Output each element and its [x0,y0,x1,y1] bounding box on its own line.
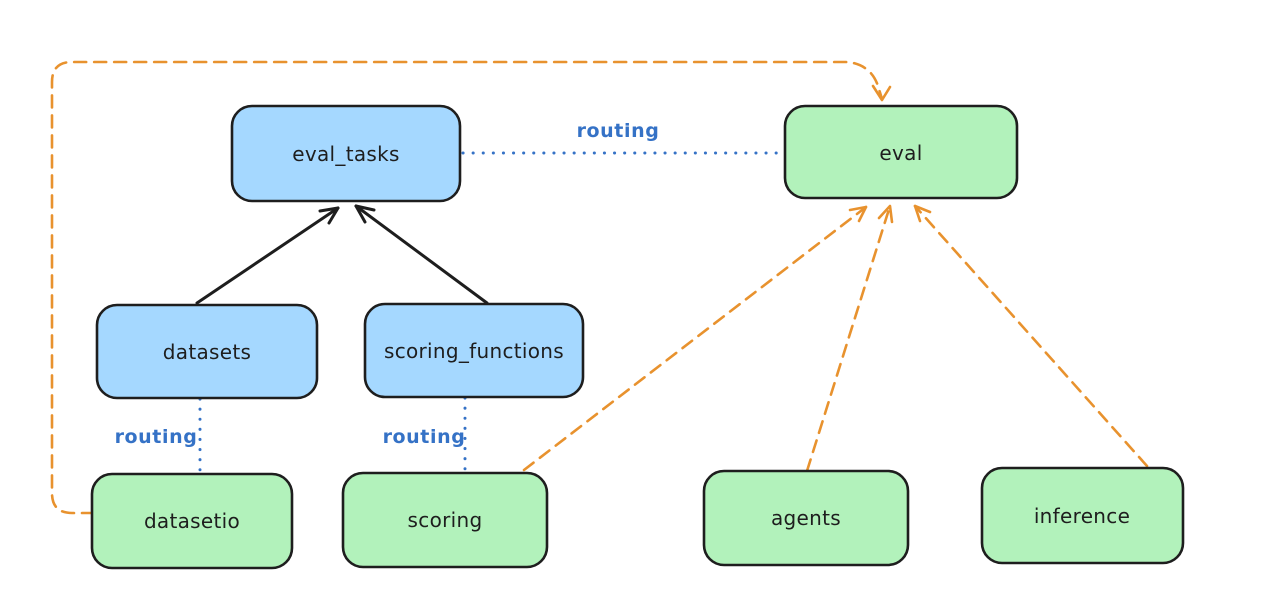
node-scoring-box [341,471,549,569]
node-datasets-box [95,303,319,400]
node-scoring: scoring [341,471,549,569]
routing-label-eval-tasks-eval: routing [577,120,660,142]
edge-labels-layer: routing routing routing [115,120,660,448]
edge-datasets-to-eval-tasks [195,206,340,305]
nodes-layer: eval_tasks eval datasets scoring_functio… [90,104,1185,570]
arrowhead-datasets-to-eval-tasks-icon [318,206,340,225]
node-agents-box [702,469,910,567]
node-eval-tasks: eval_tasks [230,104,462,203]
arrowhead-inference-to-eval-icon [913,204,932,223]
node-datasetio-label: datasetio [144,509,240,533]
node-agents: agents [702,469,910,567]
node-eval-tasks-label: eval_tasks [292,142,399,166]
node-agents-label: agents [771,506,841,530]
edges-layer [50,60,1149,515]
node-eval-tasks-box [230,104,462,203]
node-eval-label: eval [879,141,922,165]
node-inference: inference [980,466,1185,565]
arrowhead-agents-to-eval-icon [877,204,894,224]
node-eval: eval [783,104,1019,200]
arrowhead-datasetio-to-eval-icon [871,84,892,102]
edge-scoring-functions-to-eval-tasks [354,204,489,305]
node-datasets: datasets [95,303,319,400]
node-inference-box [980,466,1185,565]
arrowhead-scoring-to-eval-icon [848,205,868,223]
edge-scoring-to-eval [522,205,868,472]
node-eval-box [783,104,1019,200]
node-scoring-functions-label: scoring_functions [384,339,564,363]
node-scoring-functions-box [363,302,585,399]
node-scoring-label: scoring [408,508,483,532]
node-datasetio: datasetio [90,472,294,570]
arrowhead-scoring-functions-to-eval-tasks-icon [354,204,376,224]
routing-label-datasets-datasetio: routing [115,426,198,448]
node-datasetio-box [90,472,294,570]
node-datasets-label: datasets [163,340,251,364]
routing-label-scoring-functions-scoring: routing [383,426,466,448]
node-inference-label: inference [1034,504,1130,528]
node-scoring-functions: scoring_functions [363,302,585,399]
edge-inference-to-eval [913,204,1149,468]
edge-datasetio-to-eval [50,60,884,515]
edge-agents-to-eval [805,204,892,473]
